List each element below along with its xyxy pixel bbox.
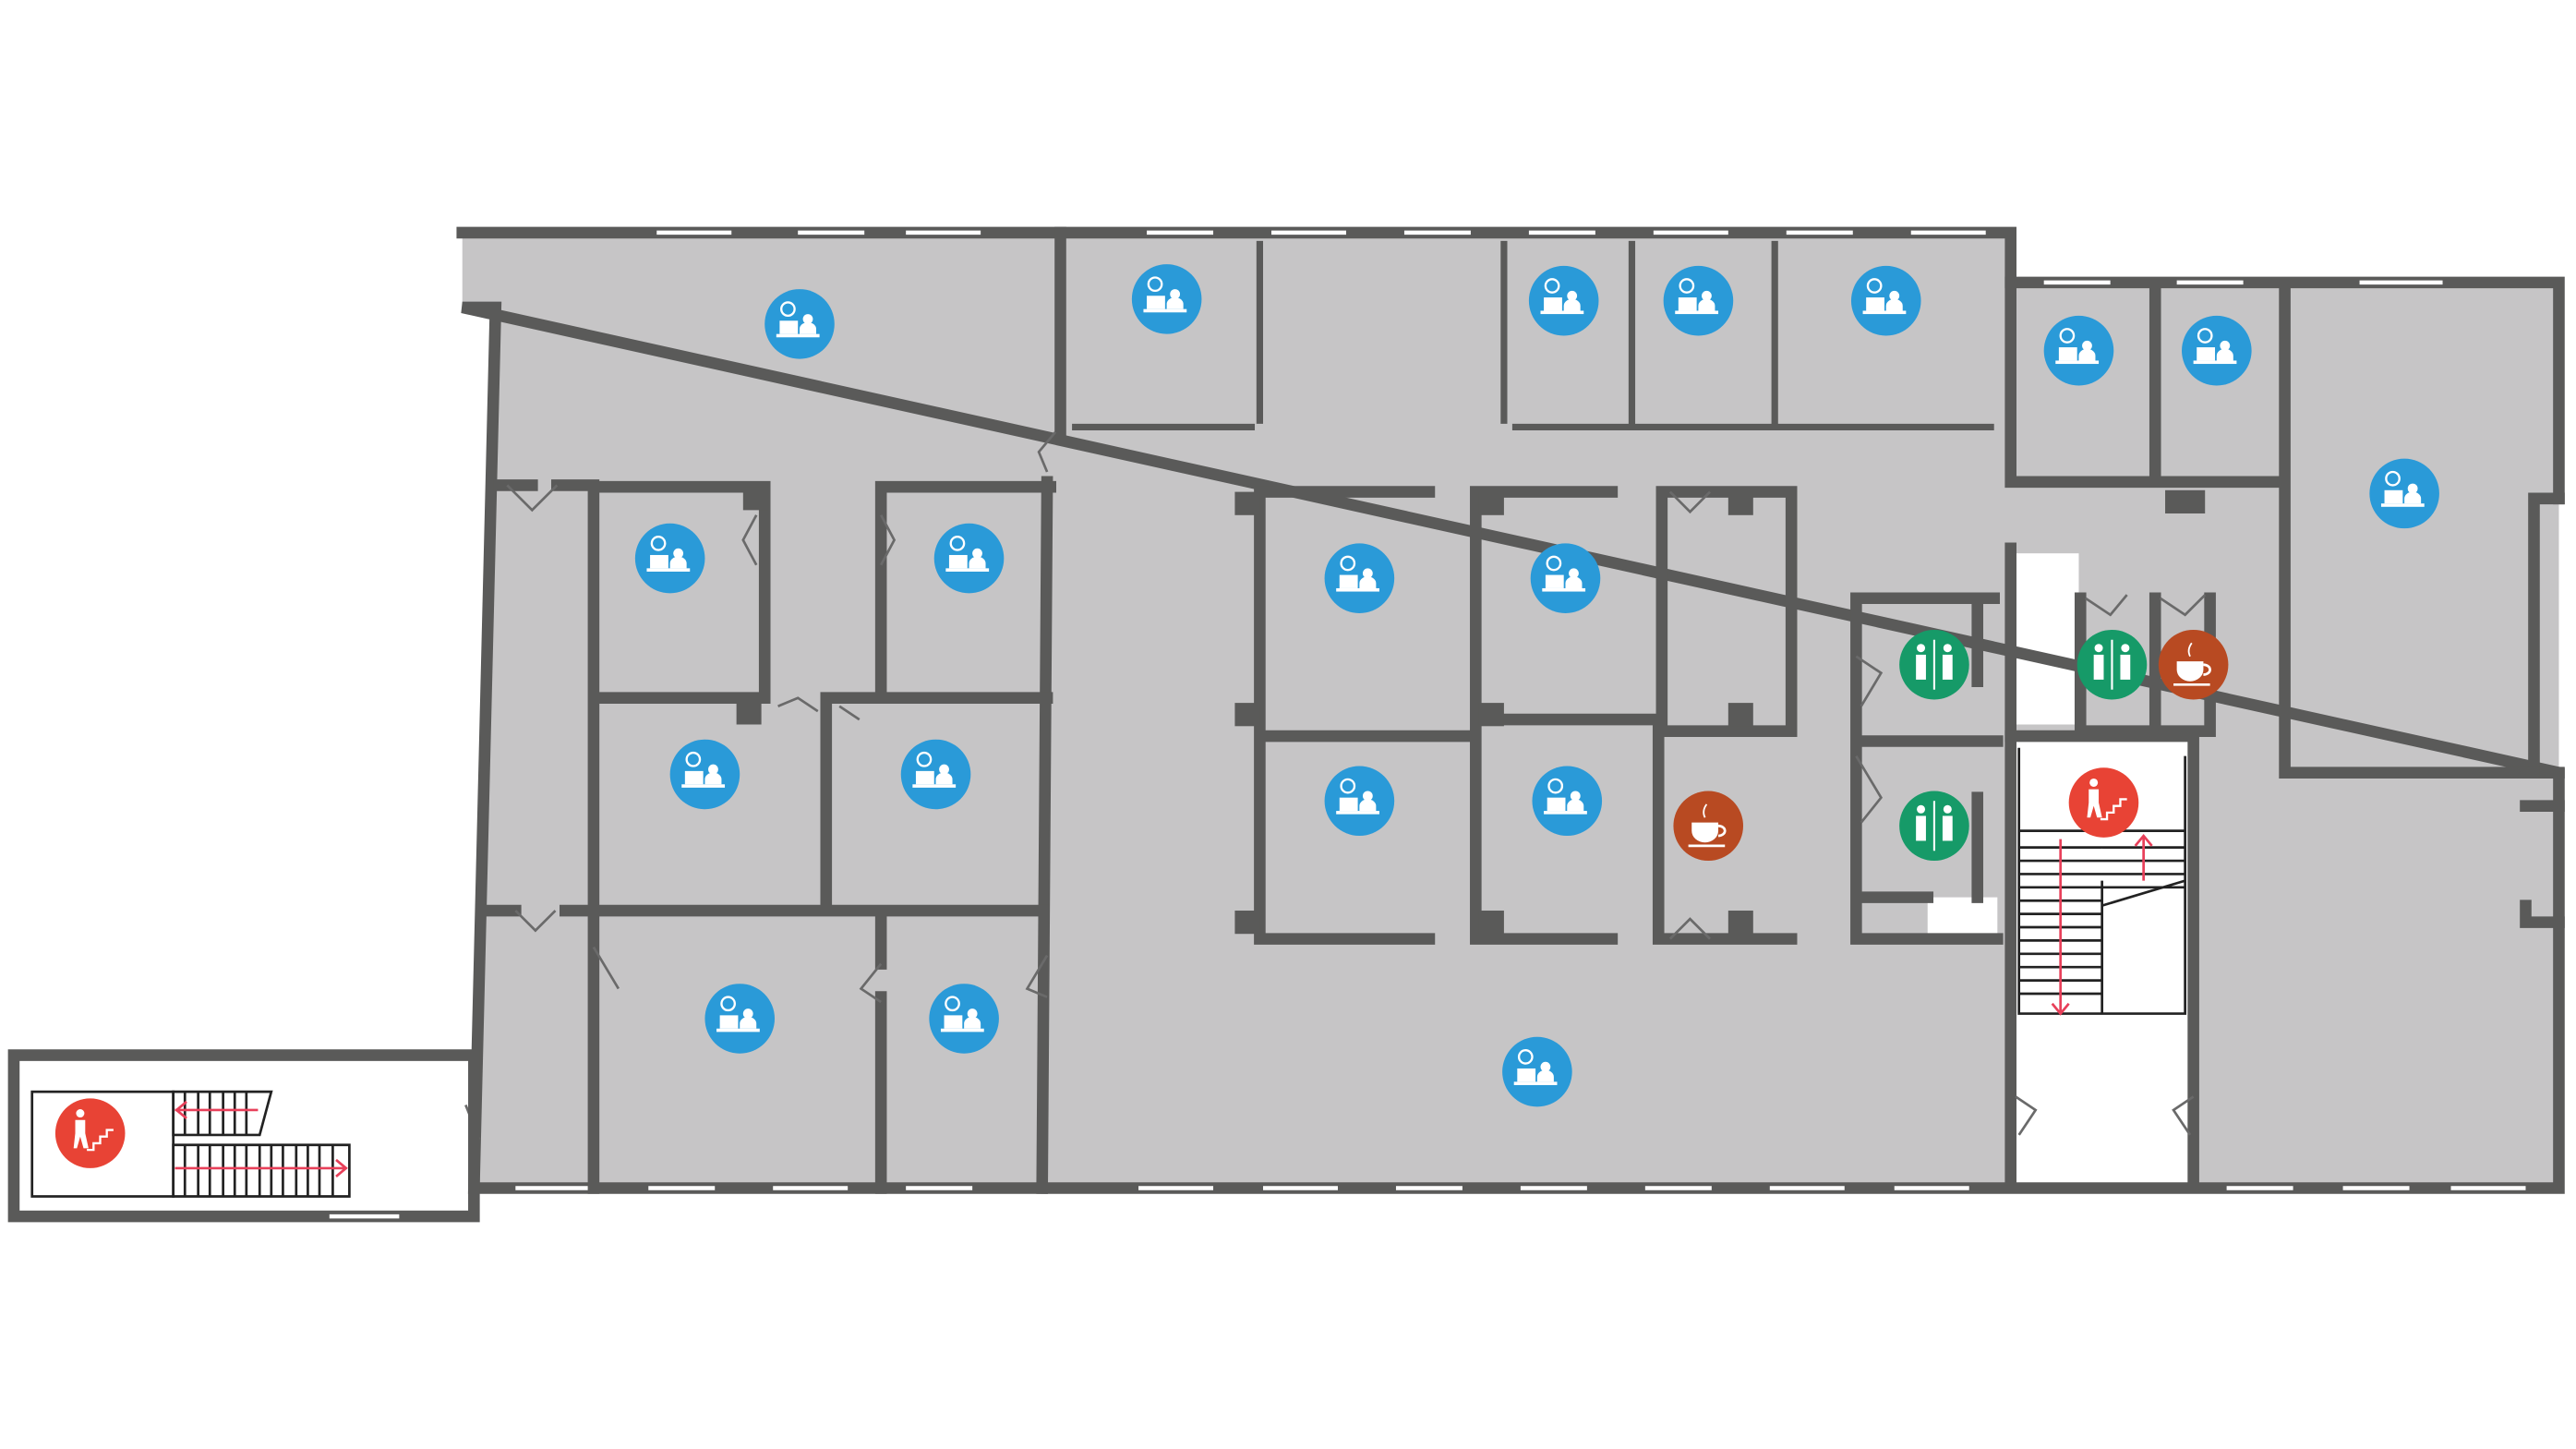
elevator-shaft — [2016, 553, 2079, 725]
desk-person-icon[interactable] — [1323, 542, 1396, 615]
restroom-icon[interactable] — [1898, 628, 1970, 701]
desk-person-icon[interactable] — [1130, 262, 1203, 335]
stairs-exit-icon[interactable] — [54, 1097, 126, 1170]
desk-person-icon[interactable] — [2368, 457, 2441, 530]
doors — [464, 430, 2207, 1164]
desk-person-icon[interactable] — [764, 287, 836, 360]
desk-person-icon[interactable] — [1531, 765, 1604, 838]
stairs-east — [2017, 747, 2186, 1016]
desk-person-icon[interactable] — [1849, 264, 1922, 337]
exterior-wall-east — [2520, 492, 2565, 928]
desk-person-icon[interactable] — [933, 522, 1005, 595]
coffee-cup-icon[interactable] — [2157, 628, 2230, 701]
stairs-exit-icon[interactable] — [2067, 767, 2140, 839]
coffee-cup-icon[interactable] — [1672, 790, 1745, 863]
restroom-icon[interactable] — [2076, 628, 2149, 701]
desk-person-icon[interactable] — [633, 522, 706, 595]
desk-person-icon[interactable] — [1500, 1035, 1573, 1108]
desk-person-icon[interactable] — [668, 738, 741, 811]
desk-person-icon[interactable] — [928, 983, 1001, 1055]
desk-person-icon[interactable] — [1527, 264, 1600, 337]
desk-person-icon[interactable] — [899, 738, 972, 811]
desk-person-icon[interactable] — [2042, 314, 2115, 387]
desk-person-icon[interactable] — [1529, 542, 1602, 615]
desk-person-icon[interactable] — [2180, 314, 2253, 387]
desk-person-icon[interactable] — [1323, 765, 1396, 838]
storage-room — [1927, 897, 1998, 937]
windows — [515, 230, 2526, 1190]
desk-person-icon[interactable] — [1662, 264, 1735, 337]
restroom-icon[interactable] — [1898, 790, 1970, 863]
desk-person-icon[interactable] — [704, 983, 776, 1055]
stairwell-west — [7, 1049, 480, 1223]
